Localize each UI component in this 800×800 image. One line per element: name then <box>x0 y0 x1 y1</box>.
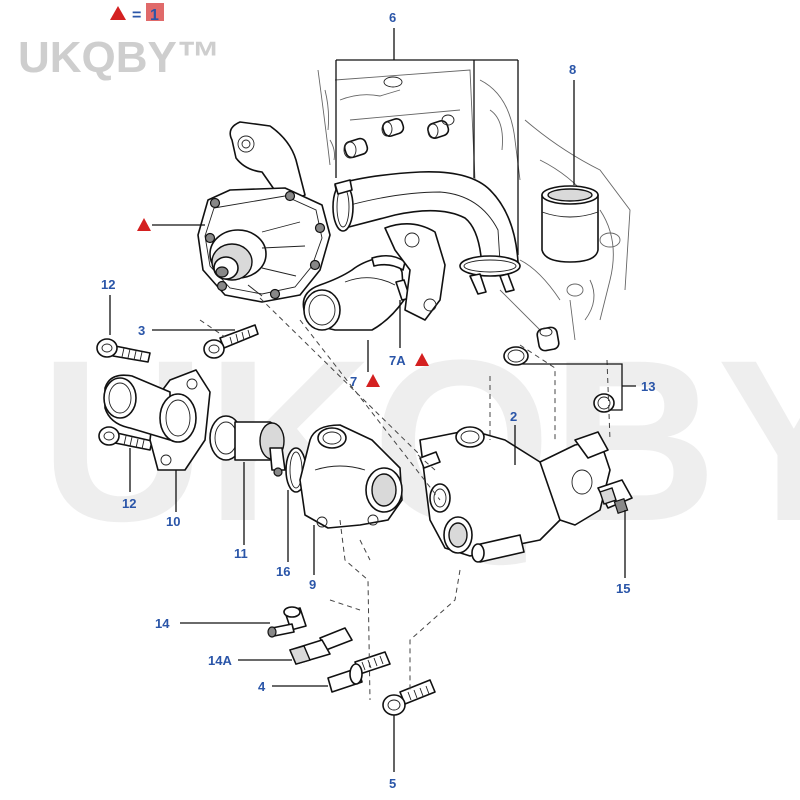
callout-5: 5 <box>389 776 396 791</box>
stud-14a <box>289 627 353 665</box>
callout-11: 11 <box>234 546 248 561</box>
coolant-connector-pipe <box>302 223 446 331</box>
callout-14a: 14A <box>208 653 232 668</box>
callout-labels: 6 8 12 3 7A 7 13 2 12 10 11 16 9 15 14 1… <box>101 10 655 791</box>
upper-coolant-hose <box>332 171 521 295</box>
stud-4 <box>327 651 391 693</box>
callout-9: 9 <box>309 577 316 592</box>
legend: = 1 <box>110 3 164 24</box>
callout-16: 16 <box>276 564 290 579</box>
water-pump <box>197 121 331 303</box>
warning-triangle-icon <box>137 218 151 231</box>
legend-equals: = <box>132 7 141 24</box>
warning-triangle-icon <box>415 353 429 366</box>
bolt-5 <box>382 679 436 716</box>
assembly-lines <box>199 297 611 701</box>
callout-12-bottom: 12 <box>122 496 136 511</box>
thermostat-11 <box>209 415 286 477</box>
coolant-elbow-8 <box>541 185 599 263</box>
temperature-sensor-15 <box>597 479 633 515</box>
callout-10: 10 <box>166 514 180 529</box>
callout-6: 6 <box>389 10 396 25</box>
callout-14: 14 <box>155 616 170 631</box>
callout-7a: 7A <box>389 353 406 368</box>
inlet-flange-10 <box>103 369 211 471</box>
bolt-12-upper <box>96 338 151 363</box>
callout-12-top: 12 <box>101 277 115 292</box>
stud-14 <box>267 606 307 638</box>
callout-7: 7 <box>350 374 357 389</box>
bolt-12-lower <box>98 426 153 451</box>
legend-swatch <box>146 3 164 21</box>
leader-lines <box>109 28 636 772</box>
callout-13: 13 <box>641 379 655 394</box>
warning-triangle-icon <box>366 374 380 387</box>
brand-watermark: UKQBY™ <box>18 33 221 82</box>
callout-8: 8 <box>569 62 576 77</box>
thermostat-housing-9 <box>299 424 403 529</box>
engine-bushings <box>343 76 560 352</box>
legend-number: 1 <box>150 7 159 24</box>
callout-4: 4 <box>258 679 266 694</box>
callout-2: 2 <box>510 409 517 424</box>
bolt-3 <box>203 324 259 359</box>
warning-triangle-icon <box>110 6 126 20</box>
callout-3: 3 <box>138 323 145 338</box>
callout-15: 15 <box>616 581 630 596</box>
coolant-outlet-housing-2 <box>419 426 611 563</box>
